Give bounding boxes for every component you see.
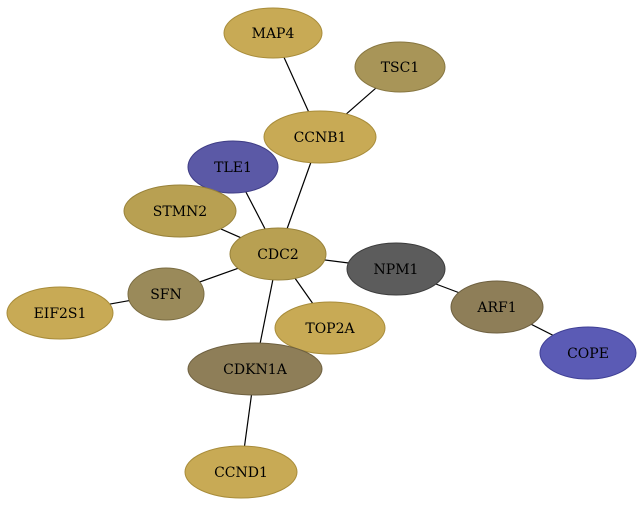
node-shape-tle1	[187, 140, 279, 194]
node-cope[interactable]: COPE	[539, 326, 637, 380]
node-label-tle1: TLE1	[214, 160, 252, 176]
node-label-cope: COPE	[567, 346, 609, 362]
node-top2a[interactable]: TOP2A	[274, 301, 386, 355]
node-ccnd1[interactable]: CCND1	[184, 445, 298, 499]
node-label-top2a: TOP2A	[305, 321, 355, 337]
node-cdc2[interactable]: CDC2	[229, 227, 327, 281]
node-shape-ccnb1	[263, 110, 377, 164]
node-shape-sfn	[127, 267, 205, 321]
node-shape-ccnd1	[184, 445, 298, 499]
node-label-ccnb1: CCNB1	[294, 130, 347, 146]
node-label-tsc1: TSC1	[381, 60, 420, 76]
node-eif2s1[interactable]: EIF2S1	[6, 286, 114, 340]
node-npm1[interactable]: NPM1	[346, 242, 446, 296]
node-label-ccnd1: CCND1	[214, 465, 268, 481]
node-label-sfn: SFN	[150, 287, 182, 303]
node-label-arf1: ARF1	[476, 300, 516, 316]
node-shape-npm1	[346, 242, 446, 296]
node-shape-stmn2	[123, 184, 237, 238]
node-cdkn1a[interactable]: CDKN1A	[187, 342, 323, 396]
node-shape-cdkn1a	[187, 342, 323, 396]
node-sfn[interactable]: SFN	[127, 267, 205, 321]
node-shape-top2a	[274, 301, 386, 355]
node-shape-cope	[539, 326, 637, 380]
node-shape-cdc2	[229, 227, 327, 281]
node-arf1[interactable]: ARF1	[450, 280, 544, 334]
node-shape-arf1	[450, 280, 544, 334]
node-label-cdc2: CDC2	[257, 247, 299, 263]
node-tle1[interactable]: TLE1	[187, 140, 279, 194]
node-shape-map4	[223, 7, 323, 59]
node-label-stmn2: STMN2	[153, 204, 207, 220]
node-shape-eif2s1	[6, 286, 114, 340]
node-label-npm1: NPM1	[374, 262, 419, 278]
node-shape-tsc1	[354, 41, 446, 93]
node-label-eif2s1: EIF2S1	[34, 306, 87, 322]
node-tsc1[interactable]: TSC1	[354, 41, 446, 93]
node-stmn2[interactable]: STMN2	[123, 184, 237, 238]
node-ccnb1[interactable]: CCNB1	[263, 110, 377, 164]
node-map4[interactable]: MAP4	[223, 7, 323, 59]
node-label-map4: MAP4	[252, 26, 295, 42]
node-label-cdkn1a: CDKN1A	[223, 362, 288, 378]
